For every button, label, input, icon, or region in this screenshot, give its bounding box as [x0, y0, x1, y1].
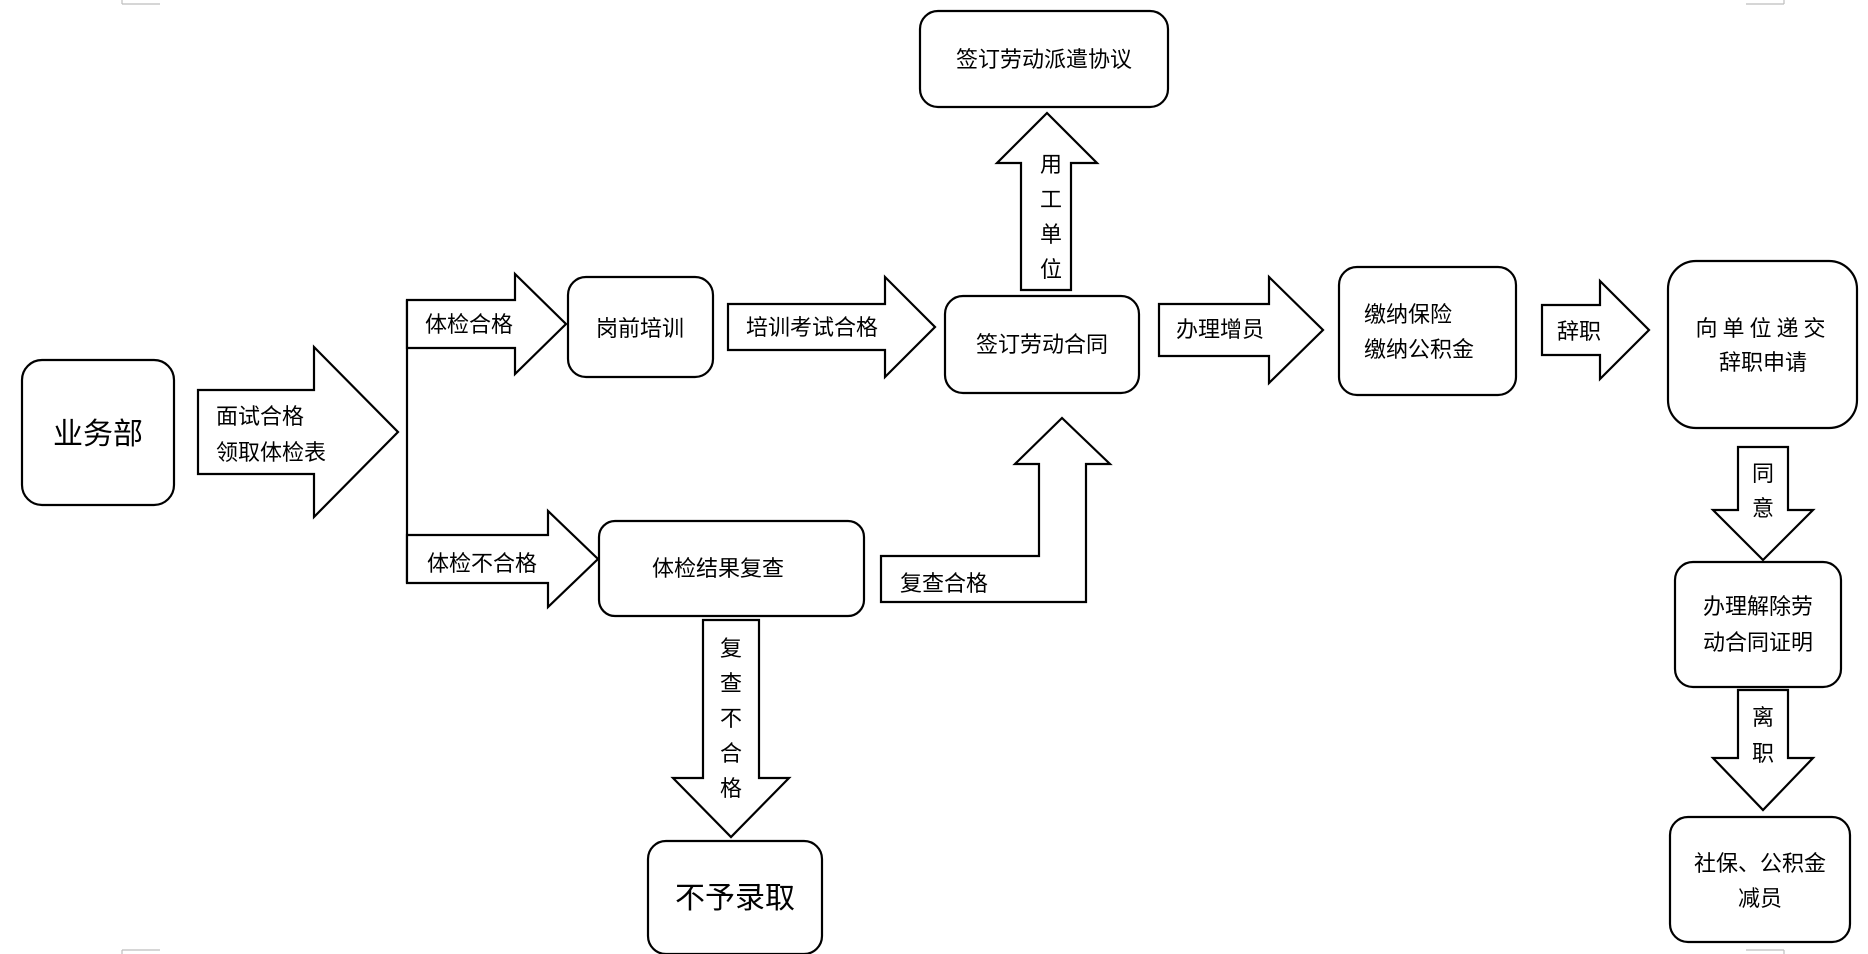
box-label-pre-job-training: 岗前培训 — [596, 317, 684, 342]
box-label-submit-resignation-line2: 辞职申请 — [1719, 351, 1807, 376]
arrow-label-recheck-failed-5: 格 — [720, 777, 742, 802]
box-label-terminate-contract-line2: 动合同证明 — [1703, 631, 1813, 656]
box-sign-labor-contract: 签订劳动合同 — [943, 294, 1141, 395]
box-submit-resignation: 向单位递交 辞职申请 — [1666, 259, 1859, 430]
arrow-label-add-staff: 办理增员 — [1176, 318, 1264, 343]
arrow-employer: 用 工 单 位 — [994, 111, 1100, 292]
arrow-label-employer-2: 工 — [1040, 188, 1062, 213]
arrow-label-employer-1: 用 — [1040, 153, 1062, 178]
arrow-training-exam-passed: 培训考试合格 — [726, 274, 937, 380]
box-label-pay-insurance-line1: 缴纳保险 — [1364, 303, 1452, 328]
box-not-hired: 不予录取 — [646, 839, 824, 954]
box-label-submit-resignation-line1: 向单位递交 — [1695, 317, 1830, 342]
arrow-label-agree-1: 同 — [1752, 462, 1774, 487]
box-label-recheck-results: 体检结果复查 — [652, 557, 784, 582]
box-label-business-dept: 业务部 — [53, 417, 143, 452]
box-pre-job-training: 岗前培训 — [566, 275, 715, 379]
arrow-label-employer-3: 单 — [1040, 223, 1062, 248]
arrow-resign: 辞职 — [1540, 278, 1651, 382]
arrow-medical-passed: 体检合格 — [405, 271, 568, 377]
box-label-social-security-line2: 减员 — [1738, 887, 1782, 912]
arrow-label-recheck-failed-4: 合 — [720, 742, 742, 767]
box-pay-insurance: 缴纳保险 缴纳公积金 — [1337, 265, 1518, 397]
arrow-agree: 同 意 — [1710, 445, 1816, 562]
box-sign-dispatch-agreement: 签订劳动派遣协议 — [918, 9, 1170, 109]
arrow-label-medical-failed: 体检不合格 — [427, 552, 537, 577]
arrow-label-training-exam: 培训考试合格 — [746, 316, 878, 341]
box-label-terminate-contract-line1: 办理解除劳 — [1703, 595, 1813, 620]
arrow-add-staff: 办理增员 — [1157, 274, 1325, 386]
box-label-not-hired: 不予录取 — [675, 881, 795, 916]
box-social-security-reduction: 社保、公积金 减员 — [1668, 815, 1852, 944]
box-label-social-security-line1: 社保、公积金 — [1694, 852, 1826, 877]
arrow-label-medical-passed: 体检合格 — [425, 313, 513, 338]
arrow-leave: 离 职 — [1710, 688, 1816, 812]
arrow-recheck-passed: 复查合格 — [879, 416, 1113, 604]
arrow-label-recheck-failed-2: 查 — [720, 672, 742, 697]
box-label-sign-labor-contract: 签订劳动合同 — [976, 333, 1108, 358]
arrow-interview-passed: 面试合格 领取体检表 — [196, 344, 400, 520]
arrow-label-agree-2: 意 — [1752, 497, 1774, 522]
arrow-medical-failed: 体检不合格 — [405, 508, 600, 610]
arrow-label-recheck-passed: 复查合格 — [900, 572, 988, 597]
page-corner-marks — [121, 0, 1785, 954]
box-business-dept: 业务部 — [20, 358, 176, 507]
box-label-sign-dispatch-agreement: 签订劳动派遣协议 — [956, 48, 1132, 73]
arrow-label-recheck-failed-1: 复 — [720, 637, 742, 662]
arrow-label-resign: 辞职 — [1557, 320, 1601, 345]
arrow-label-leave-2: 职 — [1752, 742, 1774, 767]
box-recheck-results: 体检结果复查 — [597, 519, 866, 618]
box-label-pay-insurance-line2: 缴纳公积金 — [1364, 338, 1474, 363]
arrow-label-leave-1: 离 — [1752, 706, 1774, 731]
arrow-label-interview-line1: 面试合格 — [216, 405, 304, 430]
arrow-recheck-failed: 复 查 不 合 格 — [670, 618, 792, 839]
arrow-label-interview-line2: 领取体检表 — [216, 441, 326, 466]
arrow-label-employer-4: 位 — [1040, 258, 1062, 283]
box-terminate-contract-proof: 办理解除劳 动合同证明 — [1673, 560, 1843, 689]
arrow-label-recheck-failed-3: 不 — [720, 707, 742, 732]
